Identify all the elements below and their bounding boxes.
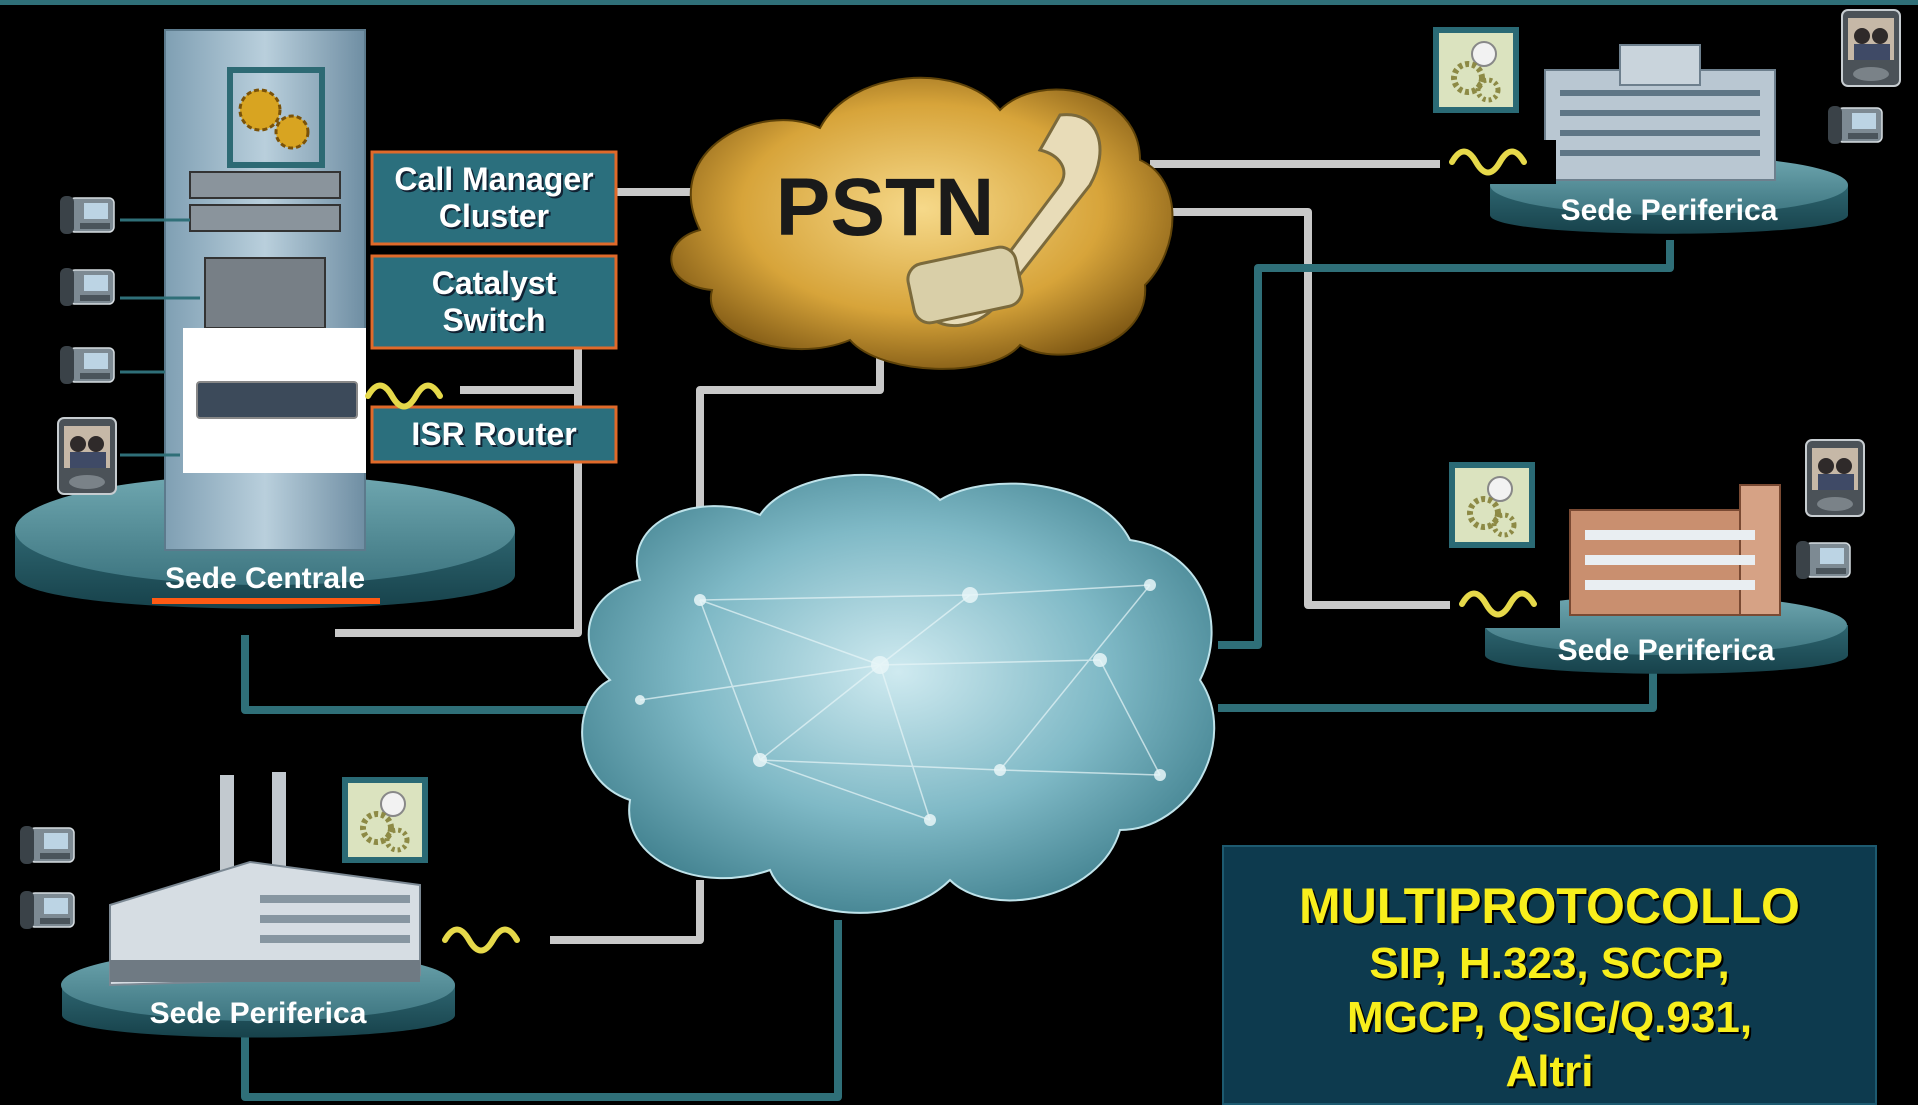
- pstn-label: PSTN: [776, 162, 995, 253]
- isr-text: ISR Router: [411, 416, 577, 452]
- gears-icon: [1436, 30, 1516, 110]
- protocol-line-2: MGCP, QSIG/Q.931,: [1346, 993, 1753, 1042]
- ip-cloud: [581, 474, 1216, 914]
- ip-phone-icon: [19, 825, 75, 865]
- video-phone-icon: [1841, 9, 1901, 87]
- gears-icon: [1452, 465, 1532, 545]
- protocol-title: MULTIPROTOCOLLO: [1299, 878, 1800, 934]
- protocol-line-3: Altri: [1505, 1047, 1594, 1096]
- building-icon: [1544, 44, 1776, 181]
- call-manager-cluster-label: Call Manager Cluster: [372, 152, 616, 244]
- ip-phone-icon: [19, 890, 75, 930]
- call-manager-text: Call Manager Cluster: [394, 161, 594, 234]
- protocol-line-1: SIP, H.323, SCCP,: [1369, 939, 1730, 988]
- branch-bottom-left-label: Sede Periferica: [150, 997, 367, 1030]
- isr-router-label: ISR Router: [372, 407, 616, 462]
- branch-mid-right-label: Sede Periferica: [1558, 634, 1775, 667]
- hq-site: Sede Centrale: [15, 29, 515, 609]
- pstn-cloud: [670, 76, 1174, 370]
- hq-boxes: [370, 150, 618, 464]
- hq-label-underline: [152, 598, 380, 604]
- branch-top-right-label: Sede Periferica: [1561, 194, 1778, 227]
- protocol-panel: MULTIPROTOCOLLO SIP, H.323, SCCP, MGCP, …: [1222, 845, 1877, 1105]
- ip-phone-icon: [1827, 105, 1883, 145]
- gears-icon: [345, 780, 425, 860]
- branch-bottom-left: Sede Periferica: [19, 772, 517, 1038]
- catalyst-switch-label: Catalyst Switch: [372, 256, 616, 348]
- top-border: [0, 0, 1918, 5]
- hq-label: Sede Centrale: [165, 562, 365, 595]
- mesh-icon: [639, 584, 1161, 821]
- ip-phone-icon: [1795, 540, 1851, 580]
- gears-icon: [238, 88, 310, 150]
- building-icon: [1569, 484, 1781, 616]
- building-icon: [109, 772, 421, 987]
- handset-icon: [906, 113, 1102, 327]
- branch-mid-right: Sede Periferica: [1452, 439, 1865, 674]
- wan-signal-icon: [368, 386, 440, 407]
- video-phone-icon: [1805, 439, 1865, 517]
- branch-top-right: Sede Periferica: [1436, 9, 1901, 234]
- wan-signal-icon: [445, 930, 517, 951]
- catalyst-text: Catalyst Switch: [431, 265, 557, 338]
